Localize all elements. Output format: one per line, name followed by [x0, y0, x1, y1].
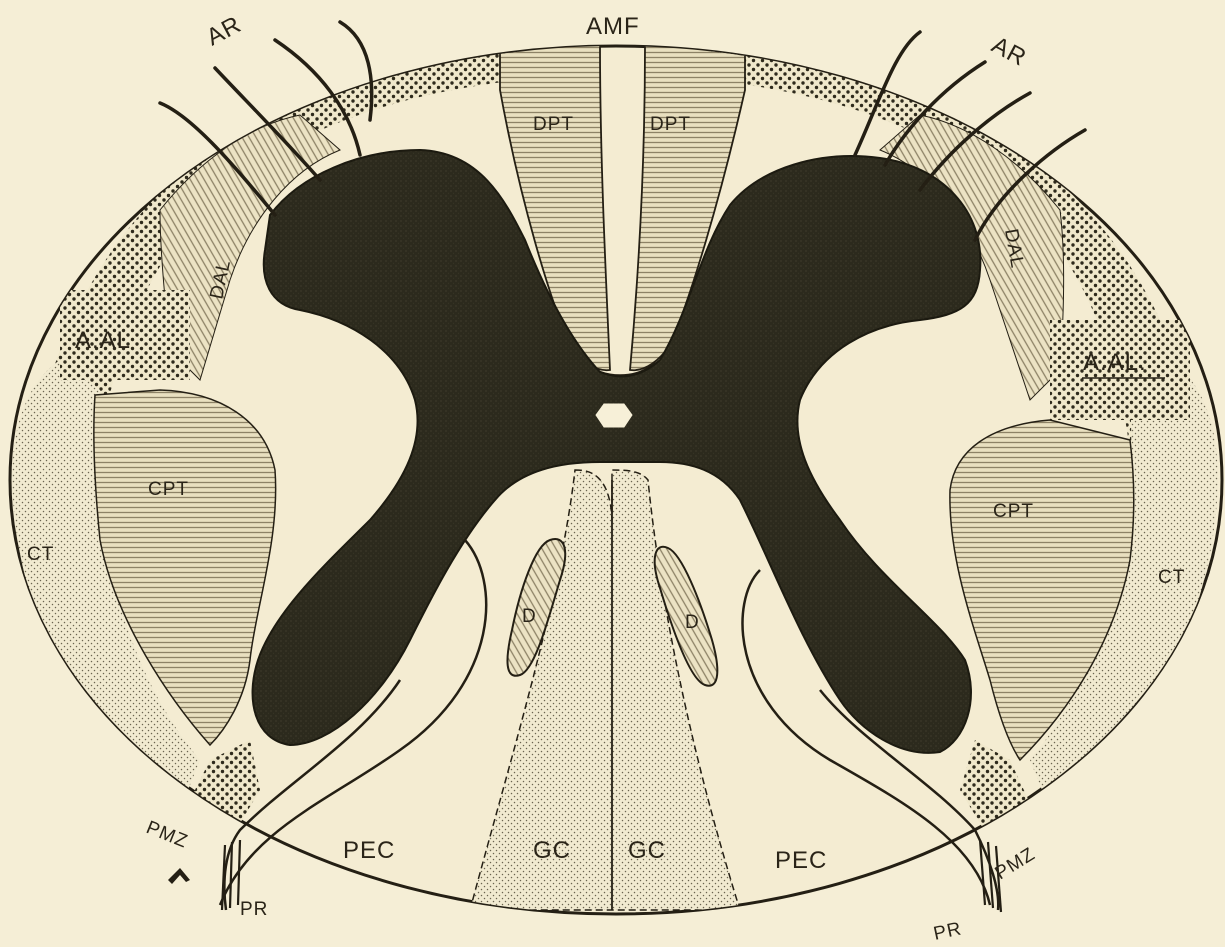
- label-ct-left: CT: [27, 544, 54, 565]
- label-cpt-left: CPT: [148, 479, 189, 500]
- label-gc-right: GC: [628, 837, 666, 864]
- figure-mark: [168, 868, 190, 884]
- label-pmz-right: PMZ: [992, 844, 1040, 885]
- label-pec-left: PEC: [343, 837, 395, 864]
- label-amf: AMF: [586, 13, 640, 40]
- central-canal: [596, 404, 632, 427]
- label-ar-left: AR: [202, 11, 246, 51]
- label-pec-right: PEC: [775, 847, 827, 874]
- label-dpt-right: DPT: [650, 114, 691, 135]
- label-pr-left: PR: [240, 899, 268, 920]
- label-d-right: D: [685, 612, 700, 633]
- label-ar-right: AR: [987, 31, 1031, 71]
- label-aal-right: A.AL.: [1083, 349, 1147, 376]
- label-ct-right: CT: [1158, 567, 1185, 588]
- label-gc-left: GC: [533, 837, 571, 864]
- label-d-left: D: [522, 606, 537, 627]
- label-pmz-left: PMZ: [143, 817, 191, 853]
- label-dpt-left: DPT: [533, 114, 574, 135]
- label-aal-left: A.AL: [75, 327, 131, 354]
- label-cpt-right: CPT: [993, 501, 1034, 522]
- label-pr-right: PR: [932, 918, 964, 944]
